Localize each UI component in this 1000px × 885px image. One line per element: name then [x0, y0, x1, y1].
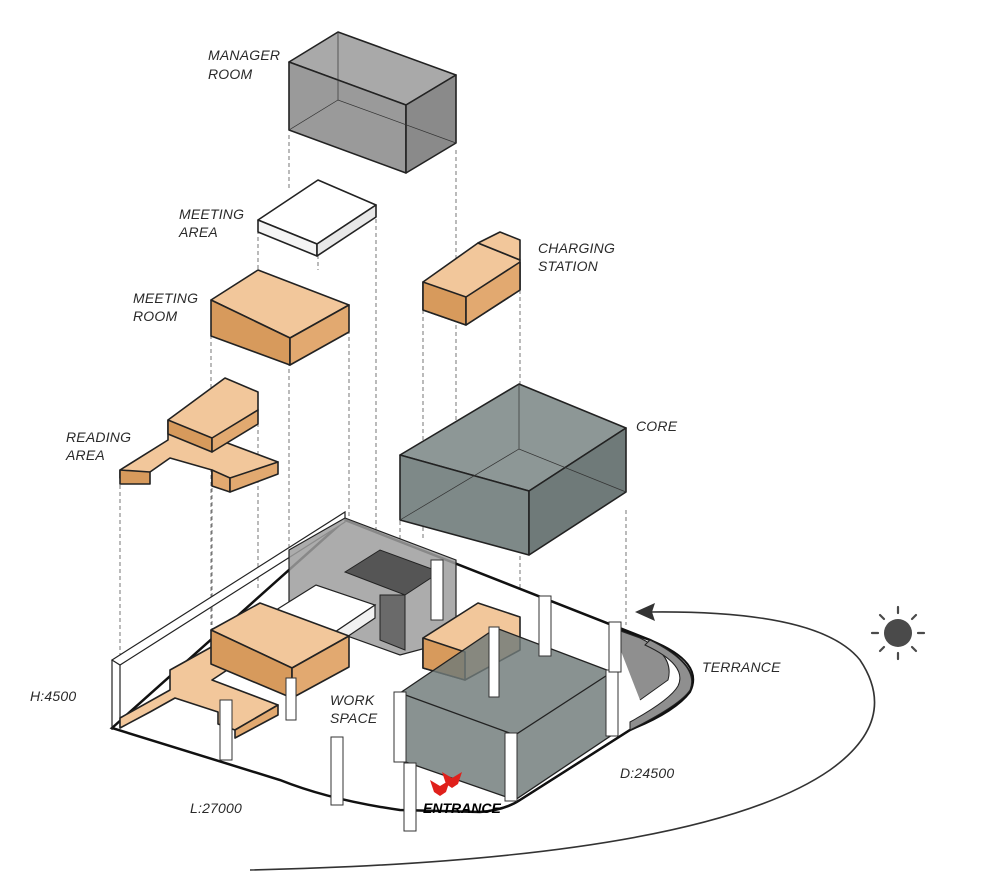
label-charging-station-1: CHARGING — [538, 240, 615, 256]
ground-floor — [109, 510, 695, 832]
label-entrance: ENTRANCE — [423, 800, 501, 816]
label-terrance: TERRANCE — [702, 659, 781, 675]
sun-icon — [870, 605, 926, 661]
label-meeting-room-1: MEETING — [133, 290, 198, 306]
dimension-height: H:4500 — [30, 688, 76, 704]
label-manager-room-1: MANAGER — [208, 47, 280, 63]
reading-area-volume — [119, 377, 279, 493]
labels: MANAGER ROOM MEETING AREA CHARGING STATI… — [30, 47, 781, 816]
label-manager-room-2: ROOM — [208, 66, 252, 82]
manager-room-volume — [288, 31, 457, 174]
label-work-space-1: WORK — [330, 692, 375, 708]
label-reading-area-1: READING — [66, 429, 131, 445]
columns — [219, 559, 622, 832]
dimension-length: L:27000 — [190, 800, 242, 816]
label-core: CORE — [636, 418, 678, 434]
charging-station-volume — [422, 231, 521, 326]
label-meeting-room-2: ROOM — [133, 308, 177, 324]
sun-path — [249, 603, 876, 871]
dimension-depth: D:24500 — [620, 765, 674, 781]
label-charging-station-2: STATION — [538, 258, 599, 274]
label-meeting-area-2: AREA — [178, 224, 218, 240]
core-volume — [399, 383, 627, 556]
label-work-space-2: SPACE — [330, 710, 378, 726]
label-reading-area-2: AREA — [65, 447, 105, 463]
meeting-area-volume — [257, 179, 377, 257]
label-meeting-area-1: MEETING — [179, 206, 244, 222]
arrow-left-icon — [635, 603, 655, 621]
meeting-room-volume — [210, 269, 350, 366]
entrance-arrow-icon — [430, 772, 462, 796]
